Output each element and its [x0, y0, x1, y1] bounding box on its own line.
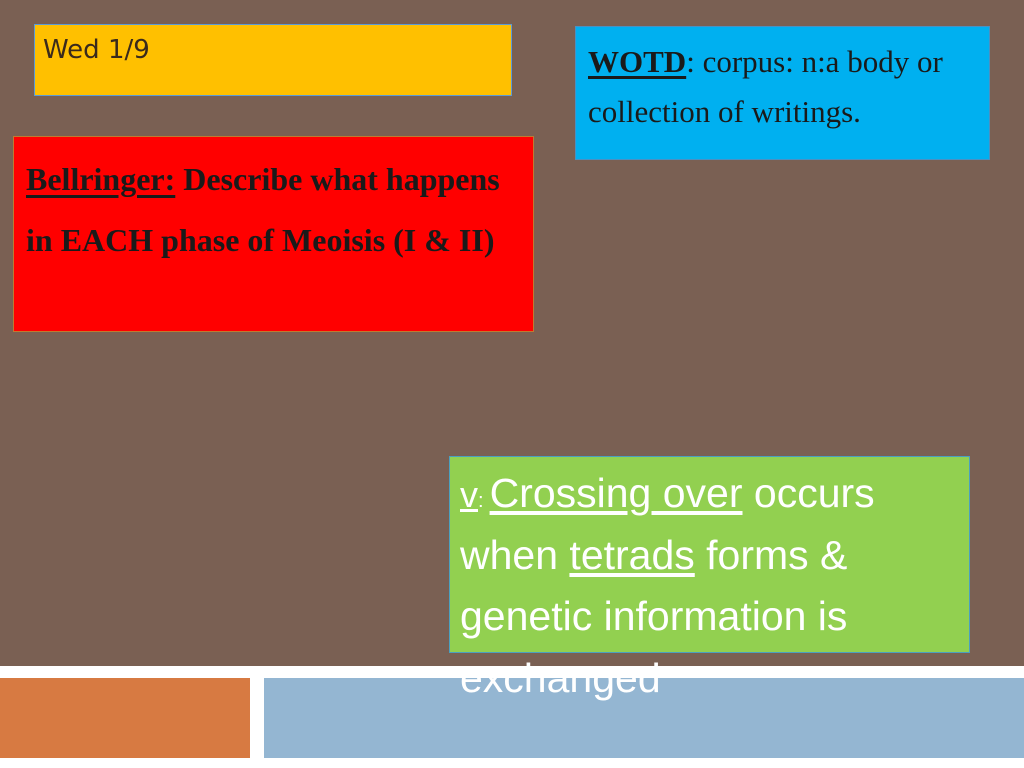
footer-orange-block: [0, 678, 250, 758]
date-textbox: Wed 1/9: [34, 24, 512, 96]
bellringer-label: Bellringer:: [26, 161, 176, 197]
word-of-the-day-textbox: WOTD: corpus: n:a body or collection of …: [575, 26, 990, 160]
wotd-separator: :: [686, 44, 695, 79]
wotd-label: WOTD: [588, 44, 687, 79]
tetrads-term: tetrads: [569, 531, 695, 578]
date-text: Wed 1/9: [43, 35, 150, 65]
roman-numeral-marker: v: [460, 474, 478, 515]
crossing-over-textbox: v:Crossing over occurs when tetrads form…: [449, 456, 970, 701]
bellringer-prompt: Describe what happens in EACH phase of M…: [26, 161, 500, 258]
crossing-text-1: occurs when: [460, 470, 875, 578]
crossing-over-term: Crossing over: [489, 470, 743, 516]
bellringer-textbox: Bellringer: Describe what happens in EAC…: [13, 136, 534, 332]
wotd-definition: corpus: n:a body or collection of writin…: [588, 44, 943, 129]
crossing-text-2: forms & genetic information is exchanged: [460, 531, 848, 701]
footer-blue-block: [264, 678, 1024, 758]
marker-colon: :: [478, 490, 484, 512]
